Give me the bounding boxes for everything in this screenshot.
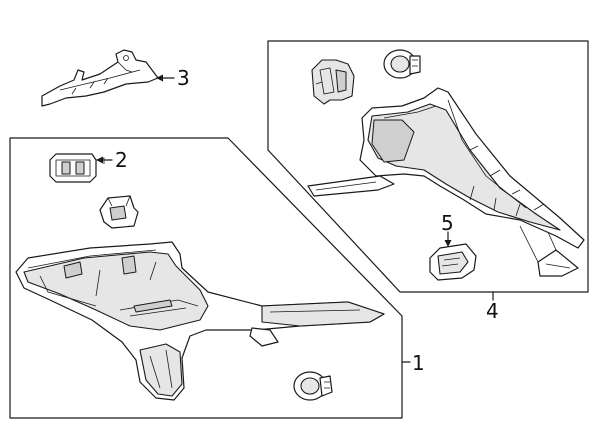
callout-5-leader xyxy=(444,231,452,247)
part-4-pillar-trim[interactable] xyxy=(307,87,585,277)
part-5-retainer[interactable] xyxy=(429,243,477,281)
part-1-trim-panel[interactable] xyxy=(15,241,385,401)
part-2-clip[interactable] xyxy=(49,153,105,183)
callout-3-leader xyxy=(156,74,175,82)
part-clip-small[interactable] xyxy=(99,195,139,229)
part-push-fastener-upper[interactable] xyxy=(383,49,421,79)
callout-2-leader xyxy=(96,156,113,164)
callout-1: 1 xyxy=(412,351,425,375)
callout-5: 5 xyxy=(441,211,454,235)
group-box-1 xyxy=(9,137,403,419)
part-clip-upper[interactable] xyxy=(311,59,355,105)
callout-4: 4 xyxy=(486,299,499,323)
group-box-4 xyxy=(267,40,589,293)
callout-2: 2 xyxy=(115,148,128,172)
callout-3: 3 xyxy=(177,66,190,90)
part-push-fastener-lower[interactable] xyxy=(293,371,333,401)
part-3-bracket[interactable] xyxy=(41,49,159,107)
